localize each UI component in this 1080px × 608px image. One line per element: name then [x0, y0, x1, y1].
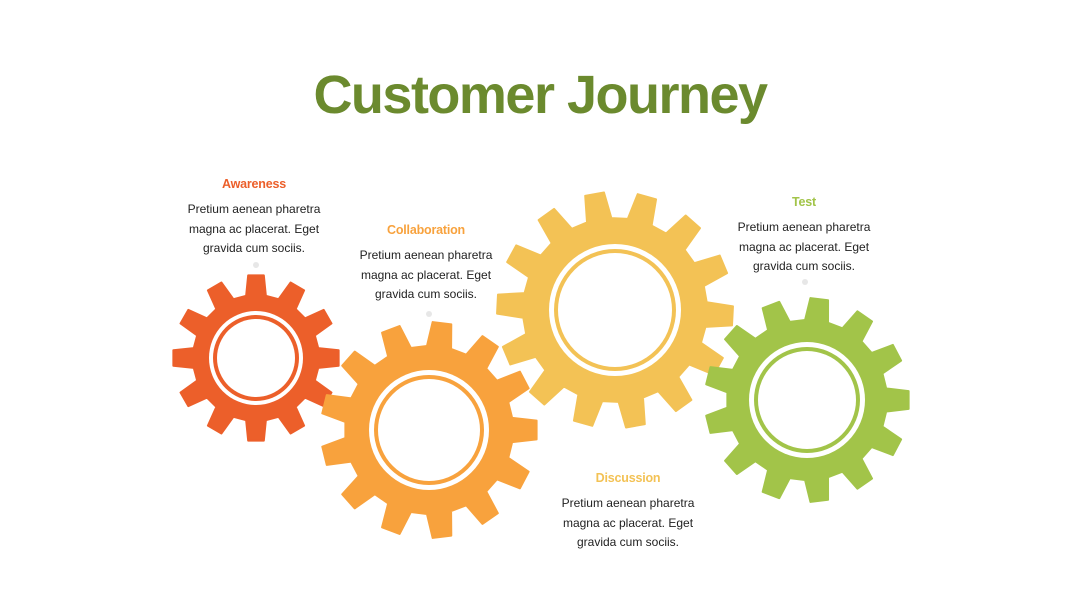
stage-description-awareness: Pretium aenean pharetra magna ac placera…	[154, 200, 354, 259]
gear-collaboration	[321, 321, 538, 539]
slide-title: Customer Journey	[313, 65, 768, 125]
gear-hole	[558, 253, 672, 367]
gear-test	[705, 297, 910, 503]
stage-description-test: Pretium aenean pharetra magna ac placera…	[704, 218, 904, 277]
description-line: Pretium aenean pharetra	[359, 248, 493, 262]
description-line: Pretium aenean pharetra	[187, 202, 321, 216]
stage-label-collaboration: Collaboration	[387, 223, 465, 237]
gear-awareness	[172, 274, 340, 442]
description-line: gravida cum sociis.	[752, 259, 856, 273]
gear-hole	[378, 379, 480, 481]
description-line: magna ac placerat. Eget	[360, 267, 492, 282]
description-line: Pretium aenean pharetra	[737, 220, 871, 234]
description-line: gravida cum sociis.	[202, 241, 306, 255]
stage-label-discussion: Discussion	[595, 471, 661, 485]
connector-dot-collaboration	[426, 311, 432, 317]
gear-discussion	[496, 191, 734, 429]
stage-description-collaboration: Pretium aenean pharetra magna ac placera…	[326, 246, 526, 305]
gear-hole	[758, 351, 856, 449]
gear-hole	[217, 319, 295, 397]
connector-dot-test	[802, 279, 808, 285]
description-line: Pretium aenean pharetra	[561, 496, 695, 510]
stage-label-test: Test	[792, 195, 816, 209]
stage-label-awareness: Awareness	[222, 177, 286, 191]
description-line: gravida cum sociis.	[576, 535, 680, 549]
description-line: magna ac placerat. Eget	[562, 515, 694, 530]
stage-description-discussion: Pretium aenean pharetra magna ac placera…	[528, 494, 728, 553]
description-line: gravida cum sociis.	[374, 287, 478, 301]
description-line: magna ac placerat. Eget	[738, 239, 870, 254]
description-line: magna ac placerat. Eget	[188, 221, 320, 236]
connector-dot-awareness	[253, 262, 259, 268]
